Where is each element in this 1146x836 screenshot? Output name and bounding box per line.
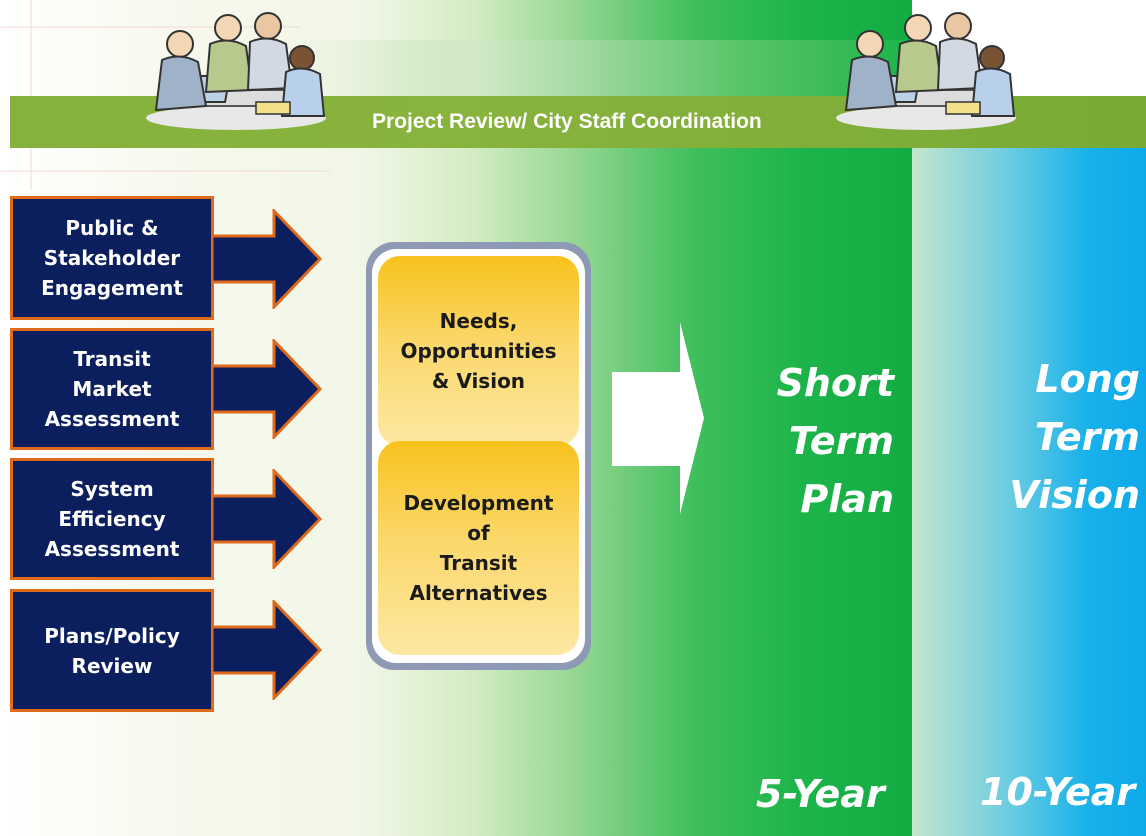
process-development-transit-alternatives: Development of Transit Alternatives [378, 441, 579, 655]
arrow-right-icon [212, 600, 323, 700]
input-label: System Efficiency Assessment [44, 477, 180, 561]
background-gradient-blue [912, 148, 1146, 836]
top-band-gradient [300, 40, 912, 96]
people-meeting-illustration [836, 12, 1016, 130]
outcome-short-term-plan: Short Term Plan [776, 361, 894, 521]
input-plans-policy-review: Plans/Policy Review [10, 589, 214, 712]
input-label: Transit Market Assessment [44, 347, 180, 431]
horizon-10-year: 10-Year [980, 770, 1136, 814]
input-label: Plans/Policy Review [44, 623, 180, 678]
process-label: Development of Transit Alternatives [403, 491, 554, 605]
arrow-right-icon [212, 209, 323, 309]
outcome-long-term-vision: Long Term Vision [1009, 357, 1140, 517]
grid-line [0, 170, 330, 172]
large-arrow-right-icon [612, 322, 704, 514]
coordination-band-label: Project Review/ City Staff Coordination [372, 110, 762, 133]
arrow-right-icon [212, 469, 323, 569]
grid-line [30, 0, 32, 190]
process-label: Needs, Opportunities & Vision [400, 309, 557, 393]
input-label: Public & Stakeholder Engagement [41, 216, 183, 300]
horizon-5-year: 5-Year [756, 772, 885, 816]
process-needs-opportunities-vision: Needs, Opportunities & Vision [378, 256, 579, 446]
input-system-efficiency-assessment: System Efficiency Assessment [10, 458, 214, 580]
arrow-right-icon [212, 339, 323, 439]
grid-line [0, 26, 300, 28]
input-transit-market-assessment: Transit Market Assessment [10, 328, 214, 450]
input-public-stakeholder-engagement: Public & Stakeholder Engagement [10, 196, 214, 320]
people-meeting-illustration [146, 12, 326, 130]
